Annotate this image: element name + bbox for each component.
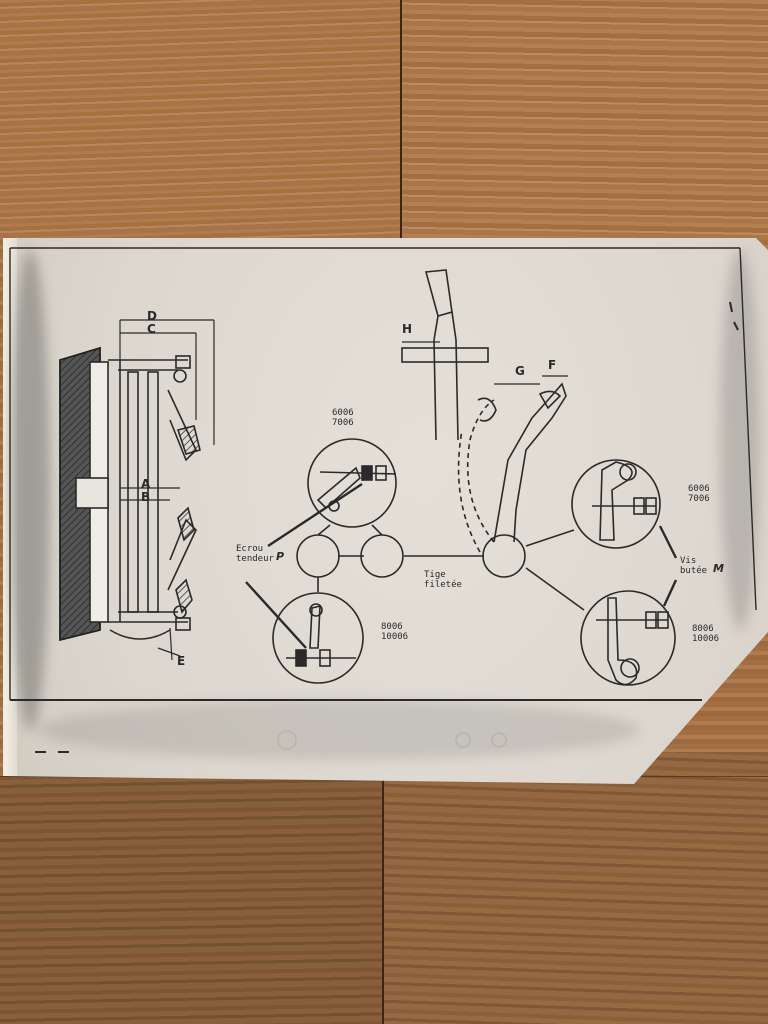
lever-travel — [467, 399, 495, 543]
detail-nut — [645, 497, 657, 515]
label-g: G — [515, 364, 525, 378]
label-d: D — [147, 309, 157, 323]
model-numbers-top-right: 6006 7006 — [688, 484, 710, 504]
pointer-arrow — [658, 525, 678, 559]
detail-nut — [375, 465, 387, 481]
pedal-arm — [433, 315, 439, 441]
pressure-plate — [147, 371, 159, 613]
wood-plank — [384, 752, 768, 1024]
edge-mark — [729, 301, 733, 313]
detail-nut — [657, 611, 669, 629]
label-e: E — [177, 654, 186, 668]
pressure-plate — [127, 371, 139, 613]
detail-pin — [619, 463, 637, 481]
detail-lever — [607, 597, 638, 686]
label-p: P — [276, 550, 285, 563]
wood-plank — [0, 0, 400, 245]
detail-lever — [309, 604, 321, 649]
bearing-section — [175, 578, 193, 614]
model-numbers-top-left: 6006 7006 — [332, 408, 354, 428]
label-a: A — [141, 477, 151, 491]
spring-arc — [109, 629, 171, 640]
detail-pin — [309, 603, 323, 617]
adjust-nut — [175, 617, 191, 631]
label-b: B — [141, 490, 151, 504]
dimension-e — [157, 647, 181, 657]
pointer-arrow — [662, 579, 678, 607]
detail-bubble — [571, 459, 661, 549]
bearing-section — [176, 425, 201, 455]
connector-arrow — [525, 529, 575, 547]
detail-nut — [319, 649, 331, 667]
model-numbers-bottom-left: 8006 10006 — [381, 622, 409, 642]
wood-plank — [0, 776, 382, 1024]
plank-seam — [400, 0, 402, 245]
bearing-section — [177, 506, 195, 542]
detail-lever — [599, 461, 633, 541]
tige-filetee-label: Tige filetée — [424, 570, 462, 590]
detail-nut — [645, 611, 657, 629]
vis-butee-label: Vis butée — [680, 556, 708, 576]
ecrou-tendeur-label: Ecrou tendeur — [236, 544, 274, 564]
punch-hole — [491, 732, 507, 748]
detail-bubble — [580, 590, 676, 686]
joint-circle — [482, 534, 526, 578]
detail-bubble — [272, 592, 364, 684]
toner-smudge — [10, 250, 50, 730]
detail-nut — [633, 497, 645, 515]
joint-circle — [360, 534, 404, 578]
wood-plank — [402, 0, 768, 245]
connector-arrow — [525, 567, 585, 611]
detail-lever — [316, 466, 361, 510]
pointer-arrow — [267, 482, 363, 548]
joint-circle — [296, 534, 340, 578]
clutch-lever — [493, 382, 567, 543]
pivot — [173, 369, 187, 383]
detail-nut — [361, 465, 373, 481]
lever-tip — [538, 390, 562, 410]
toner-smudge — [720, 250, 760, 630]
adjust-nut — [175, 355, 191, 369]
lever-ghost — [477, 397, 497, 422]
frame-line — [739, 247, 757, 611]
release-lever — [167, 389, 197, 462]
toner-smudge — [40, 700, 640, 760]
connector-arrow — [371, 524, 383, 536]
punch-hole — [455, 732, 471, 748]
pointer-arrow — [245, 581, 307, 649]
connector-arrow — [317, 524, 331, 536]
pedal-pad — [424, 269, 453, 317]
model-numbers-bottom-right: 8006 10006 — [692, 624, 720, 644]
label-h: H — [402, 322, 413, 336]
label-m: M — [713, 562, 724, 575]
detail-nut — [295, 649, 307, 667]
detail-bubble — [307, 438, 397, 528]
hub — [75, 477, 109, 509]
label-c: C — [147, 322, 156, 336]
pedal-arm — [451, 311, 459, 441]
plank-seam — [382, 776, 384, 1024]
floor-plate — [401, 347, 489, 363]
punch-hole — [277, 730, 297, 750]
detail-pin — [620, 658, 640, 678]
label-f: F — [548, 358, 557, 372]
edge-mark — [733, 321, 739, 331]
